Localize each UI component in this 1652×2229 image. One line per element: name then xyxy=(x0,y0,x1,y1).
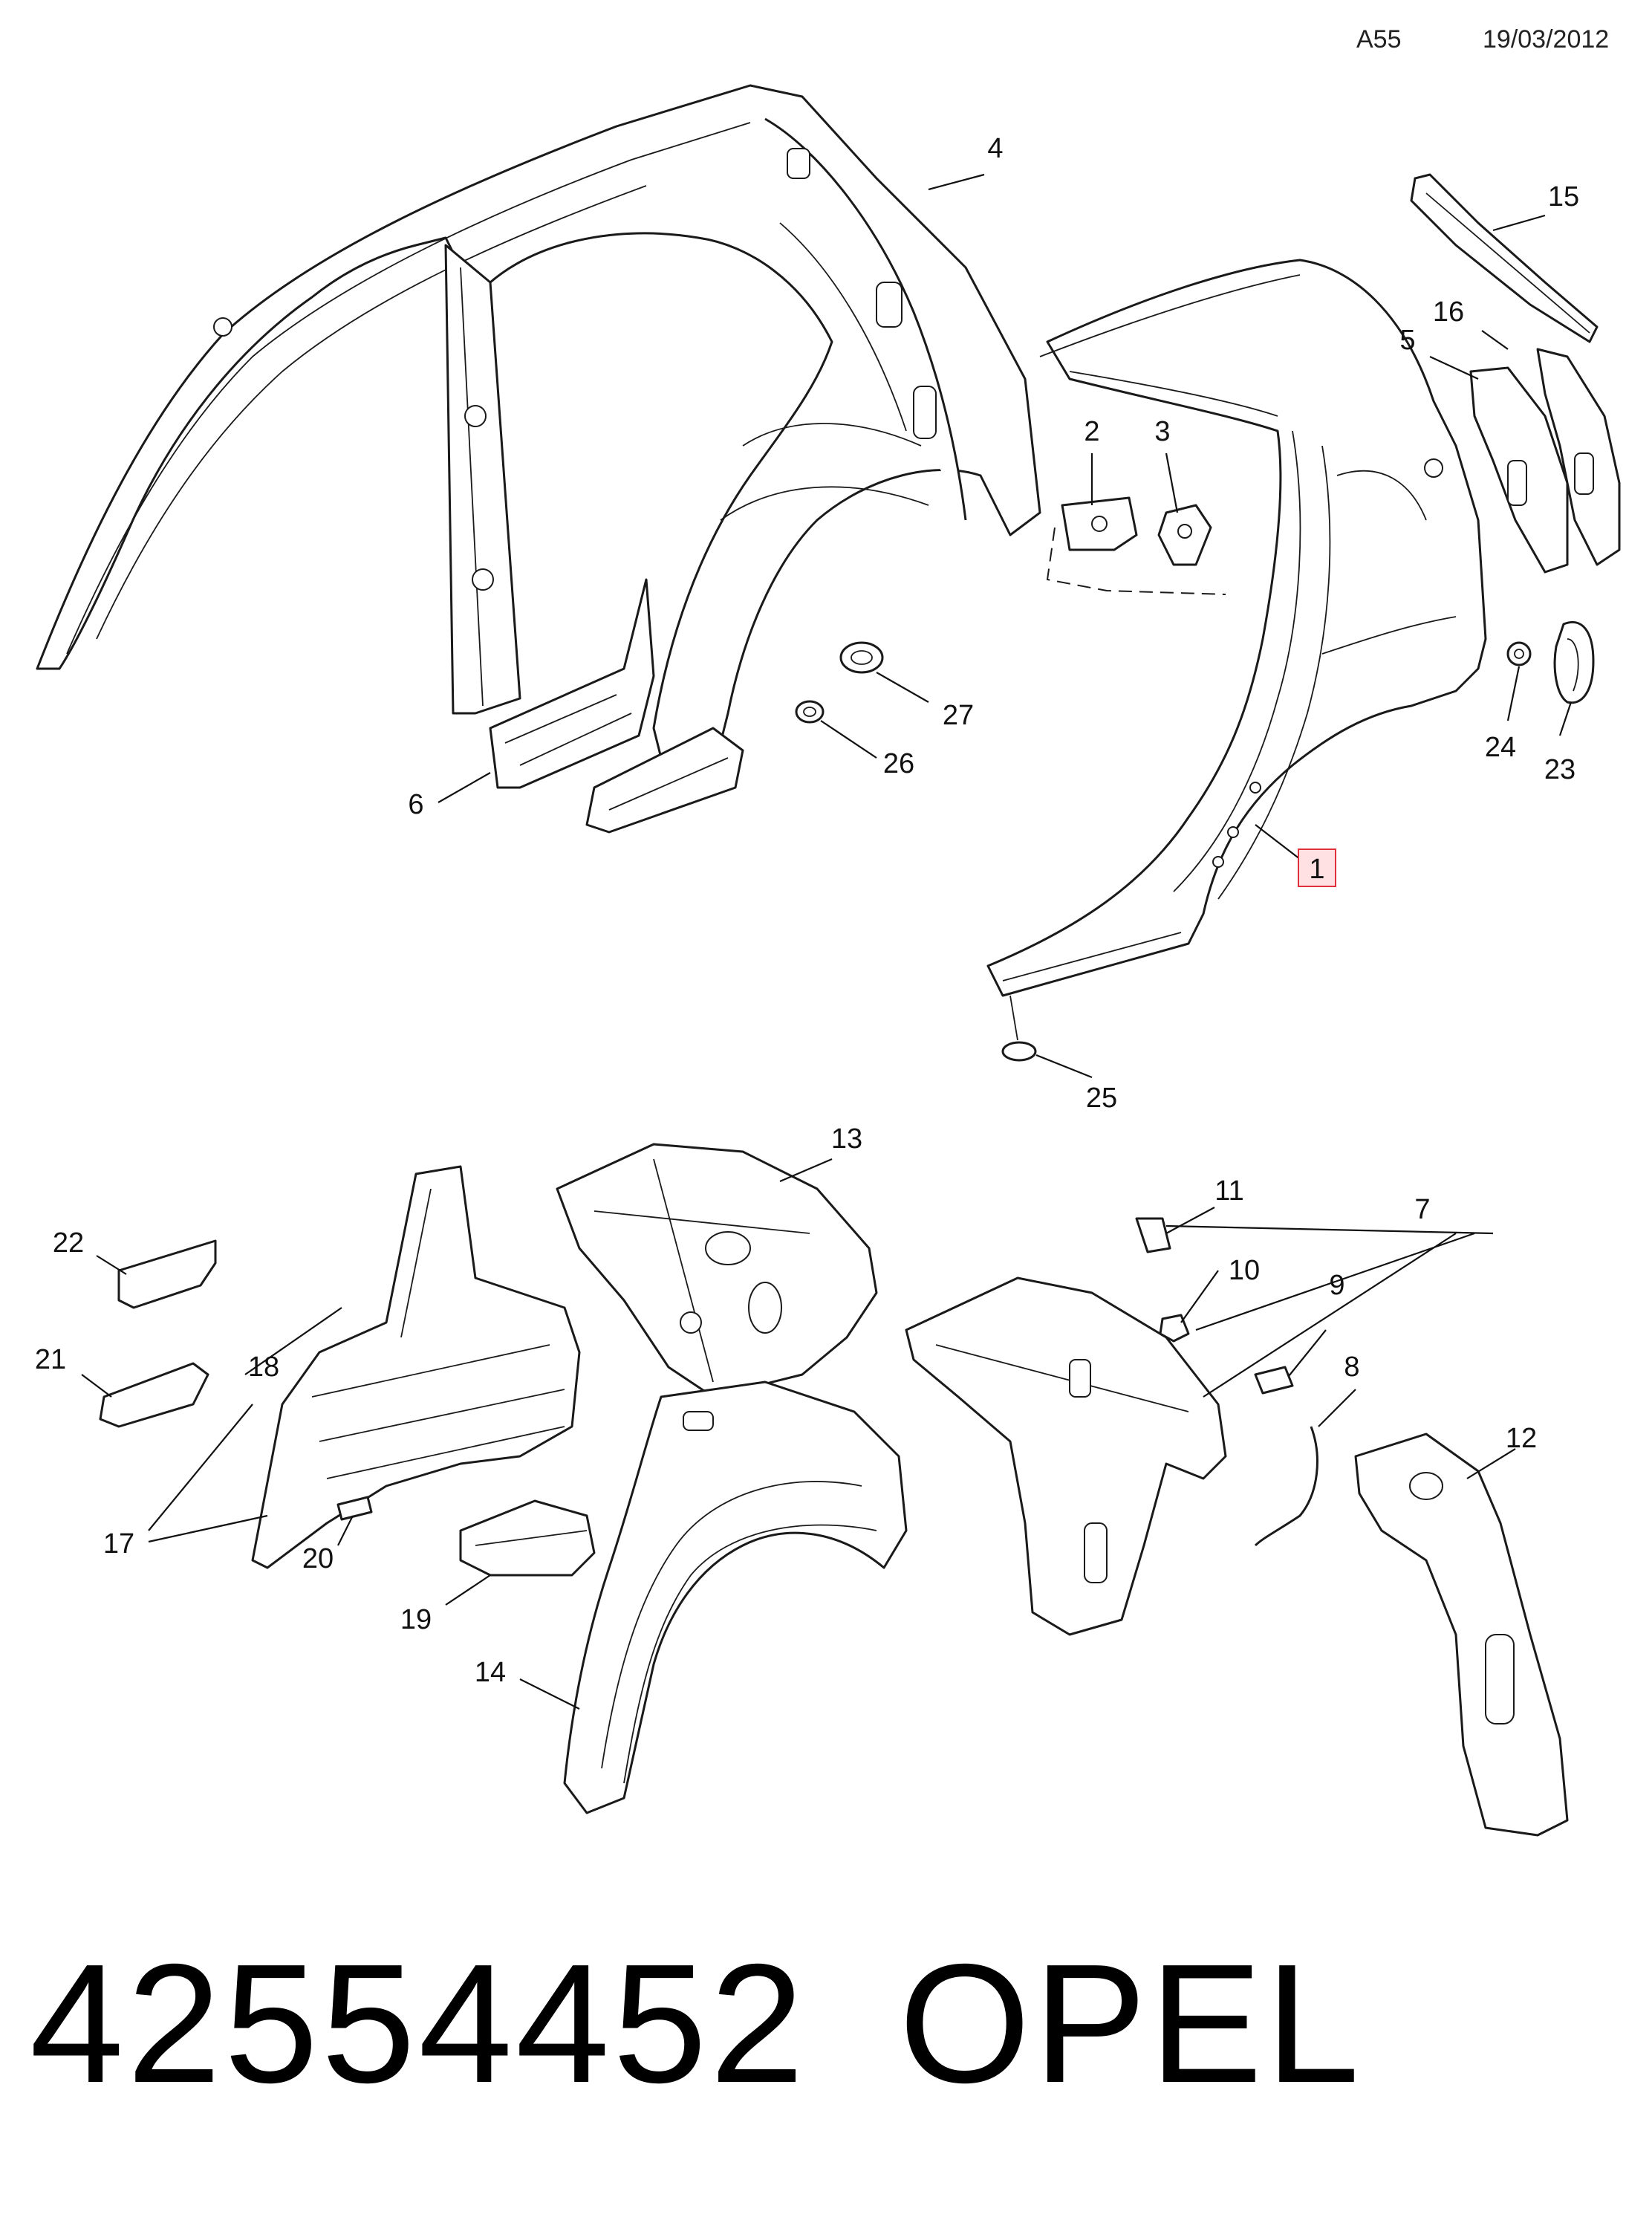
callout-16: 16 xyxy=(1433,296,1464,328)
callout-26: 26 xyxy=(883,748,914,779)
part-16-bracket xyxy=(1536,348,1621,566)
part-13-inner-quarter xyxy=(556,1143,878,1398)
callout-12: 12 xyxy=(1506,1423,1537,1454)
callout-27: 27 xyxy=(943,700,974,731)
callout-21: 21 xyxy=(35,1344,66,1375)
parts-diagram: 1 2 3 4 5 6 7 8 9 10 11 12 13 14 15 16 1… xyxy=(35,84,1621,1837)
part-15-strip xyxy=(1410,173,1599,343)
inner-wheelhouse-bracket xyxy=(585,727,744,834)
callout-25: 25 xyxy=(1086,1083,1117,1114)
part-5-bracket xyxy=(1469,366,1569,574)
part-20-clip xyxy=(336,1496,373,1521)
callout-7: 7 xyxy=(1414,1194,1430,1225)
callout-19: 19 xyxy=(400,1604,432,1635)
callout-22: 22 xyxy=(53,1227,84,1259)
callout-8: 8 xyxy=(1344,1352,1359,1383)
callout-17: 17 xyxy=(103,1528,134,1560)
part-2-plate xyxy=(1061,496,1138,551)
brand-name: OPEL xyxy=(899,1930,1363,2118)
callout-24: 24 xyxy=(1485,732,1516,763)
part-22-bracket xyxy=(117,1239,217,1309)
callout-2: 2 xyxy=(1084,416,1099,447)
part-number: 42554452 xyxy=(30,1930,807,2118)
callout-13: 13 xyxy=(831,1123,862,1155)
callout-14: 14 xyxy=(475,1657,506,1688)
callout-15: 15 xyxy=(1548,181,1579,212)
part-4-side-frame xyxy=(36,84,1041,789)
part-19-bracket xyxy=(459,1499,596,1577)
callout-10: 10 xyxy=(1229,1255,1260,1286)
callout-4: 4 xyxy=(987,133,1003,164)
diagram-date: 19/03/2012 xyxy=(1483,25,1610,53)
part-14-wheelhouse xyxy=(563,1380,908,1814)
callout-11: 11 xyxy=(1214,1175,1243,1207)
part-21-bracket xyxy=(99,1362,209,1428)
callout-3: 3 xyxy=(1154,416,1170,447)
callout-5: 5 xyxy=(1399,325,1415,356)
part-7-assembly xyxy=(905,1276,1227,1636)
part-9-clip xyxy=(1254,1366,1294,1395)
callout-9: 9 xyxy=(1329,1270,1344,1301)
callout-6: 6 xyxy=(408,789,423,820)
callout-23: 23 xyxy=(1544,754,1575,785)
assembly-dash-line xyxy=(1046,527,1226,595)
part-24-clip xyxy=(1506,641,1532,666)
part-8-wire xyxy=(1254,1426,1318,1547)
leader-lines xyxy=(81,173,1573,1710)
part-26-grommet xyxy=(795,700,825,724)
part-1-quarter-panel xyxy=(986,259,1487,997)
part-12-reinforcement xyxy=(1354,1433,1569,1837)
part-3-plate xyxy=(1157,504,1212,566)
part-23-cap xyxy=(1553,621,1595,704)
callout-labels: 1 2 3 4 5 6 7 8 9 10 11 12 13 14 15 16 1… xyxy=(35,133,1579,1688)
callout-20: 20 xyxy=(302,1543,334,1574)
part-27-grommet xyxy=(839,641,884,674)
diagram-code: A55 xyxy=(1356,25,1402,53)
part-25-plug xyxy=(1001,995,1037,1062)
callout-18: 18 xyxy=(248,1352,279,1383)
part-11-clip xyxy=(1135,1217,1171,1253)
part-6-bracket xyxy=(489,578,655,789)
callout-1: 1 xyxy=(1309,854,1324,885)
callout-1-highlight xyxy=(1298,849,1336,887)
